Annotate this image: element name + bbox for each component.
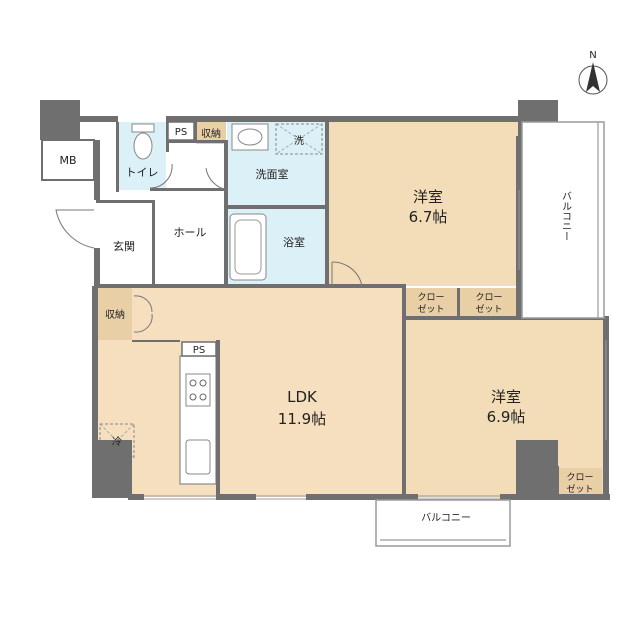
kitchen-stove (185, 373, 211, 407)
ldk-size: 11.9帖 (278, 410, 326, 428)
closet1-line2: ゼット (417, 303, 444, 315)
mb-box (41, 139, 95, 181)
closet-floor-1 (404, 288, 459, 318)
ps-kitchen-box (181, 341, 217, 357)
toilet-bowl (133, 132, 153, 160)
north-arrow-icon (586, 62, 600, 92)
wash-basin-bowl (237, 128, 263, 146)
east-room-size: 6.9帖 (487, 408, 526, 426)
burner (189, 393, 197, 401)
storage-floor-left (98, 288, 132, 340)
washer-label: 洗 (294, 135, 304, 147)
compass-north-label: N (589, 50, 596, 61)
windows (144, 190, 607, 500)
bathtub (229, 213, 267, 281)
wash-basin (231, 123, 269, 151)
west-room-floor (328, 122, 521, 286)
storage-left-label: 収納 (105, 308, 125, 321)
burner (189, 379, 197, 387)
washer-space-diag (275, 123, 323, 155)
bathtub-inner (234, 219, 262, 275)
balcony-right-label: バルコニー (560, 191, 572, 241)
storage-top-label: 収納 (201, 127, 221, 140)
fridge-label: 冷 (112, 435, 122, 448)
east-room-name: 洋室 (491, 388, 521, 406)
entrance-label: 玄関 (113, 239, 135, 253)
washroom-label: 洗面室 (256, 167, 289, 181)
closet-floor-2 (460, 288, 518, 318)
hall-label: ホール (174, 226, 207, 239)
kitchen-sink (185, 439, 211, 475)
closet3-line2: ゼット (566, 483, 593, 495)
doors (55, 163, 363, 333)
west-room-name: 洋室 (413, 188, 443, 206)
ldk-name: LDK (287, 388, 318, 406)
balcony-right (521, 121, 605, 319)
burner (199, 393, 207, 401)
closet3-line1: クロー (566, 472, 593, 483)
toilet-tank (131, 123, 155, 133)
storage-floor-top (196, 122, 226, 144)
ps-top-box (167, 121, 195, 141)
closet-floor-3 (558, 468, 602, 496)
closet2-line2: ゼット (475, 303, 502, 315)
toilet-label: トイレ (126, 166, 159, 179)
balcony-bottom-label: バルコニー (421, 512, 471, 524)
balcony-bottom (375, 499, 511, 547)
closet1-line1: クロー (417, 292, 444, 303)
mb-label: MB (59, 154, 76, 167)
closet2-line1: クロー (475, 292, 502, 303)
burner (199, 379, 207, 387)
bath-label: 浴室 (283, 235, 305, 249)
west-room-size: 6.7帖 (409, 208, 448, 226)
ps-top-label: PS (175, 127, 187, 138)
washer-space (275, 123, 323, 155)
compass: N (578, 50, 608, 95)
ldk-floor (96, 286, 405, 497)
ps-kitchen-label: PS (193, 345, 205, 356)
